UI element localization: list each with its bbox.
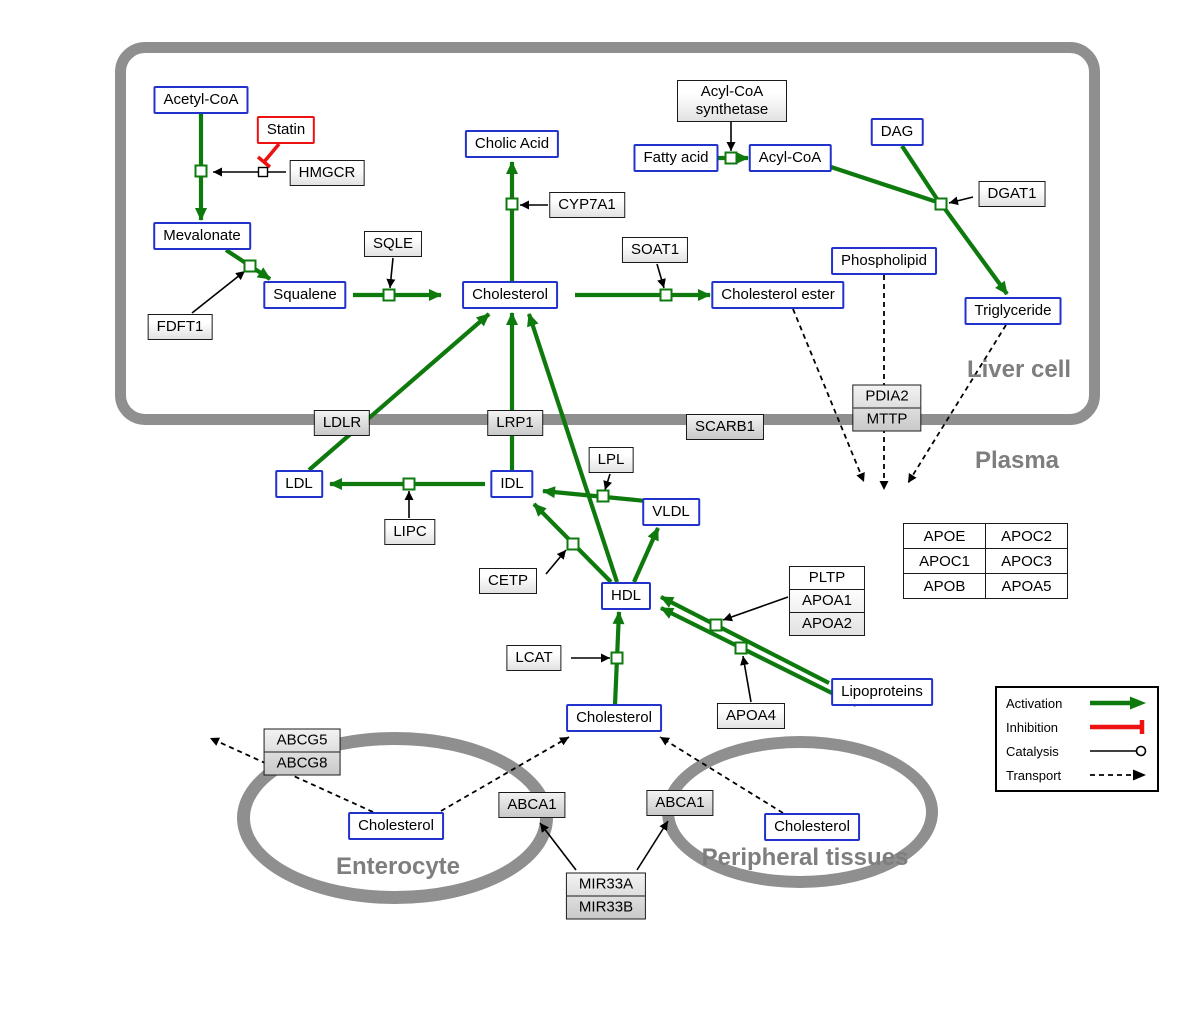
- edge-pltp-reaction: [722, 596, 789, 622]
- node-lrp1[interactable]: LRP1: [487, 410, 543, 436]
- node-abcg8[interactable]: ABCG8: [264, 751, 340, 775]
- catalysis-circle-icon: [1090, 745, 1147, 757]
- node-scarb1[interactable]: SCARB1: [685, 414, 765, 440]
- node-mttp[interactable]: MTTP: [853, 407, 921, 431]
- node-hdl[interactable]: HDL: [600, 582, 652, 610]
- node-fdft1[interactable]: FDFT1: [147, 314, 213, 340]
- table-row: APOE APOC2: [903, 523, 1068, 549]
- edge-vldl-idl: [542, 486, 647, 504]
- node-apoa4[interactable]: APOA4: [716, 703, 786, 729]
- node-mir33b[interactable]: MIR33B: [566, 895, 646, 919]
- node-lipoproteins[interactable]: Lipoproteins: [831, 678, 933, 706]
- node-abcg5-abcg8-complex: ABCG5 ABCG8: [263, 728, 341, 776]
- reaction-square: [734, 641, 748, 655]
- legend: Activation Inhibition Catalysis Transpor…: [995, 686, 1159, 792]
- reaction-square: [610, 651, 624, 665]
- node-statin[interactable]: Statin: [256, 116, 316, 144]
- node-triglyceride[interactable]: Triglyceride: [964, 297, 1062, 325]
- node-apoa1[interactable]: APOA1: [789, 589, 865, 612]
- node-vldl[interactable]: VLDL: [642, 498, 700, 526]
- node-apoa2[interactable]: APOA2: [789, 612, 865, 635]
- node-apoe[interactable]: APOE: [903, 523, 986, 549]
- edge-mir33-abca1-right: [636, 820, 669, 871]
- node-pdia2[interactable]: PDIA2: [865, 387, 909, 405]
- node-fatty-acid[interactable]: Fatty acid: [633, 144, 719, 172]
- edge-apoa4-reaction: [740, 655, 752, 703]
- node-abcg5[interactable]: ABCG5: [276, 731, 328, 749]
- node-mir33a[interactable]: MIR33A: [578, 875, 634, 893]
- node-lcat[interactable]: LCAT: [506, 645, 562, 671]
- node-dag[interactable]: DAG: [870, 118, 924, 146]
- transport-dashed-arrow-icon: [1090, 769, 1146, 781]
- node-ldl[interactable]: LDL: [275, 470, 323, 498]
- node-acetyl-coa[interactable]: Acetyl-CoA: [153, 86, 249, 114]
- node-cholic-acid[interactable]: Cholic Acid: [464, 130, 560, 158]
- node-cholesterol-liver[interactable]: Cholesterol: [462, 281, 558, 309]
- legend-catalysis: Catalysis: [1006, 743, 1148, 759]
- node-phospholipid[interactable]: Phospholipid: [831, 247, 937, 275]
- node-cetp[interactable]: CETP: [478, 568, 538, 594]
- node-apob[interactable]: APOB: [903, 573, 986, 599]
- node-apoc2[interactable]: APOC2: [985, 523, 1068, 549]
- node-acyl-coa[interactable]: Acyl-CoA: [748, 144, 832, 172]
- reaction-square: [709, 618, 723, 632]
- edge-cholesterolplasma-hdl: [612, 611, 625, 706]
- node-abca1-right[interactable]: ABCA1: [646, 790, 714, 816]
- peripheral-tissues-label: Peripheral tissues: [701, 844, 909, 871]
- node-lpl[interactable]: LPL: [588, 447, 634, 473]
- enterocyte-label: Enterocyte: [335, 853, 461, 880]
- reaction-square: [596, 489, 610, 503]
- node-squalene[interactable]: Squalene: [263, 281, 347, 309]
- node-cholesterol-peripheral[interactable]: Cholesterol: [764, 813, 860, 841]
- liver-cell-membrane: [115, 42, 1100, 425]
- edge-hdl-vldl: [632, 527, 660, 583]
- node-idl[interactable]: IDL: [490, 470, 534, 498]
- legend-activation: Activation: [1006, 695, 1148, 711]
- activation-arrow-icon: [1090, 696, 1146, 710]
- legend-transport: Transport: [1006, 767, 1148, 783]
- plasma-label: Plasma: [974, 447, 1060, 474]
- legend-catalysis-label: Catalysis: [1006, 743, 1059, 759]
- liver-cell-label: Liver cell: [966, 356, 1072, 383]
- legend-inhibition-label: Inhibition: [1006, 719, 1059, 735]
- node-ldlr[interactable]: LDLR: [313, 410, 371, 436]
- node-cholesterol-enterocyte[interactable]: Cholesterol: [348, 812, 444, 840]
- node-apoa5[interactable]: APOA5: [985, 573, 1068, 599]
- legend-transport-label: Transport: [1006, 767, 1062, 783]
- edge-lpl-reaction: [603, 473, 612, 491]
- table-row: APOC1 APOC3: [903, 548, 1068, 574]
- apolipoprotein-table: APOE APOC2 APOC1 APOC3 APOB APOA5: [903, 523, 1068, 599]
- node-acyl-coa-synthetase[interactable]: Acyl-CoA synthetase: [677, 80, 787, 122]
- node-abca1-left[interactable]: ABCA1: [498, 792, 566, 818]
- node-mir33-complex: MIR33A MIR33B: [565, 872, 647, 920]
- reaction-square: [566, 537, 580, 551]
- node-sqle[interactable]: SQLE: [363, 231, 423, 257]
- table-row: APOB APOA5: [903, 573, 1068, 599]
- edge-hdl-idl: [532, 502, 613, 584]
- node-apoc3[interactable]: APOC3: [985, 548, 1068, 574]
- node-hmgcr[interactable]: HMGCR: [289, 160, 365, 186]
- node-pdia2-mttp-complex: PDIA2 MTTP: [852, 384, 922, 432]
- edge-cetp-reaction: [545, 549, 567, 575]
- node-cholesterol-plasma[interactable]: Cholesterol: [566, 704, 662, 732]
- node-pltp-apoa1-apoa2-complex: PLTP APOA1 APOA2: [788, 566, 866, 636]
- node-mevalonate[interactable]: Mevalonate: [153, 222, 251, 250]
- node-cholesterol-ester[interactable]: Cholesterol ester: [711, 281, 845, 309]
- node-lipc[interactable]: LIPC: [384, 519, 436, 545]
- legend-inhibition: Inhibition: [1006, 719, 1148, 735]
- reaction-square: [402, 477, 416, 491]
- node-dgat1[interactable]: DGAT1: [978, 181, 1046, 207]
- node-pltp[interactable]: PLTP: [808, 569, 846, 586]
- node-cyp7a1[interactable]: CYP7A1: [549, 192, 625, 218]
- node-apoc1[interactable]: APOC1: [903, 548, 986, 574]
- inhibition-tbar-icon: [1090, 720, 1145, 734]
- legend-activation-label: Activation: [1006, 695, 1063, 711]
- node-soat1[interactable]: SOAT1: [621, 237, 689, 263]
